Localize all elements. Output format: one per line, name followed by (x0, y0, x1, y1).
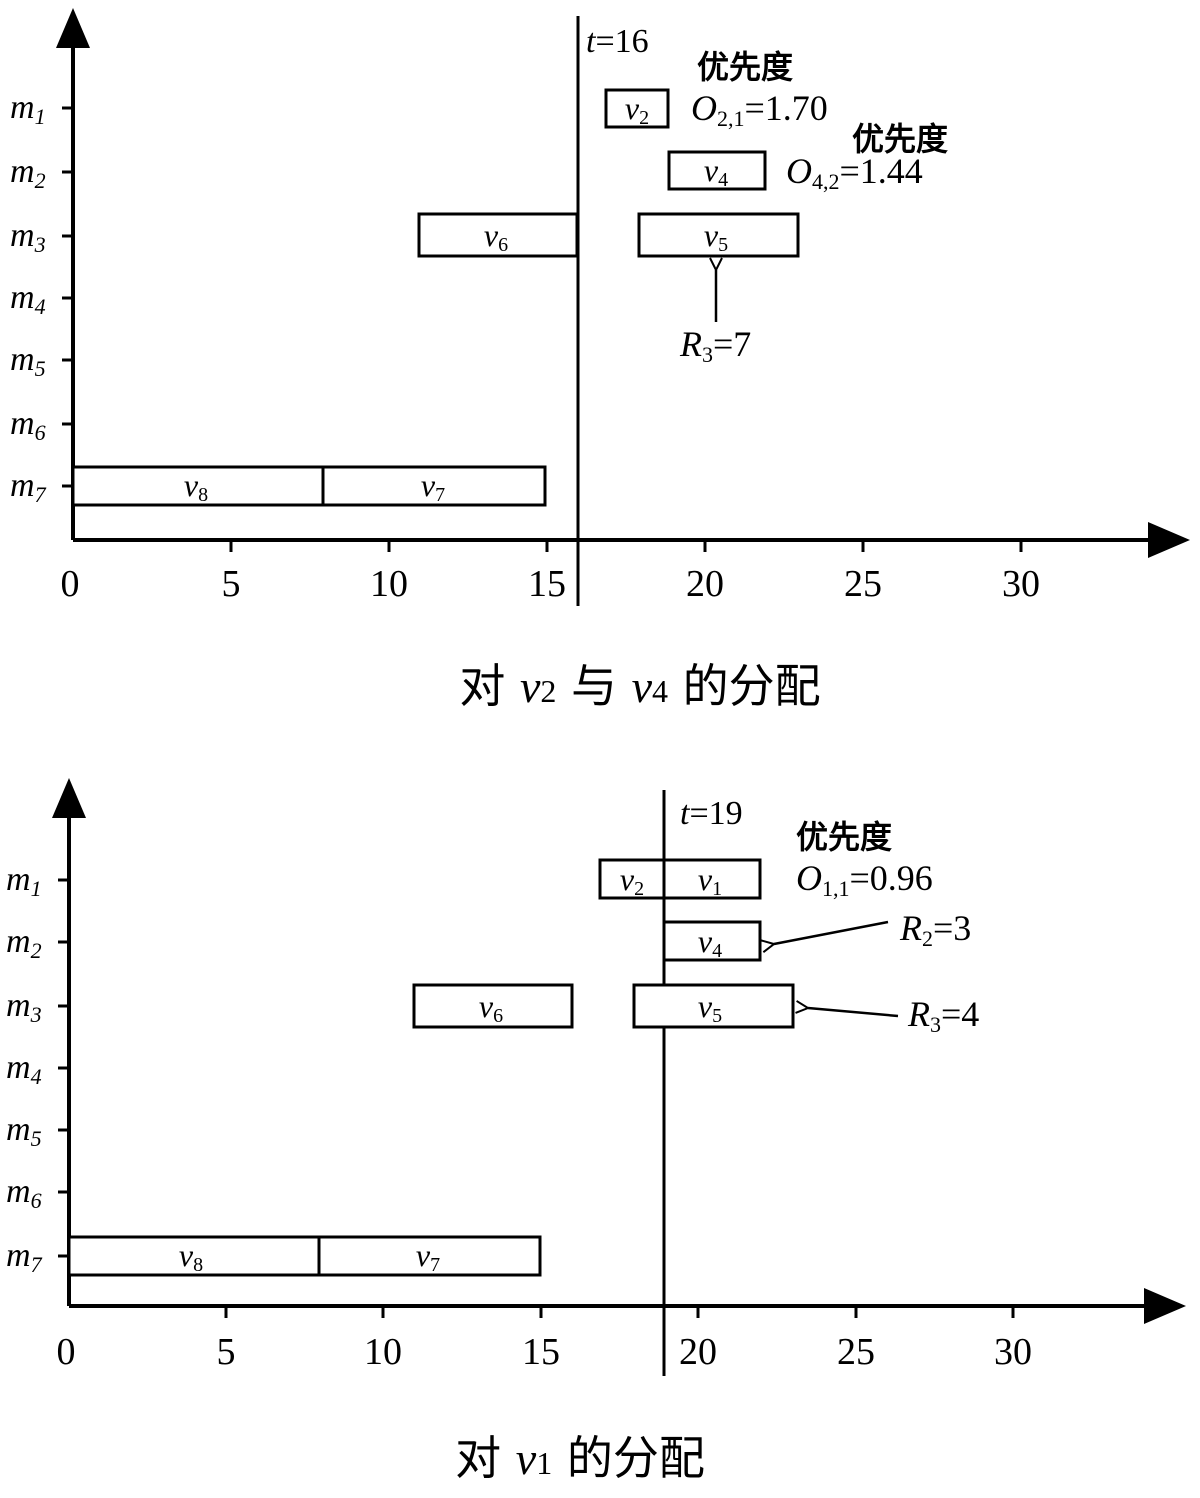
x-tick-label: 20 (686, 563, 724, 605)
priority-value: O1,1=0.96 (796, 858, 933, 901)
task-v7: v7 (321, 465, 547, 507)
svg-text:v6: v6 (479, 988, 503, 1027)
task-v2: v2 (598, 858, 666, 900)
y-labels: m1 m2 m3 m4 m5 m6 m7 (10, 89, 47, 507)
x-tick-label: 25 (837, 1331, 875, 1373)
x-axis-arrowhead (1148, 522, 1190, 558)
x-tick-label: 15 (522, 1331, 560, 1373)
y-axis-arrowhead (52, 778, 86, 818)
task-v4: v4 (667, 150, 767, 191)
time-marker-label: t=19 (680, 795, 743, 832)
task-v4: v4 (662, 920, 762, 962)
machine-label: m1 (6, 861, 42, 901)
task-v7: v7 (317, 1235, 542, 1277)
svg-text:v4: v4 (704, 152, 728, 191)
remaining-value: R2=3 (899, 908, 971, 951)
x-tick-label: 0 (61, 563, 80, 605)
priority-value: O2,1=1.70 (691, 88, 828, 131)
panel-1: m1 m2 m3 m4 m5 m6 m7 0 5 10 15 20 25 30 … (10, 8, 1190, 713)
svg-text:v5: v5 (704, 217, 728, 256)
machine-label: m4 (10, 279, 46, 319)
task-v2: v2 (604, 88, 670, 129)
task-v5: v5 (632, 983, 795, 1029)
svg-text:v5: v5 (698, 988, 722, 1027)
panel-2: m1 m2 m3 m4 m5 m6 m7 0 5 10 15 20 25 30 … (6, 778, 1186, 1485)
machine-label: m2 (6, 923, 42, 963)
machine-label: m4 (6, 1049, 42, 1089)
x-ticks (224, 1306, 1015, 1318)
remaining-value: R3=7 (679, 324, 751, 367)
svg-text:v8: v8 (184, 467, 208, 506)
x-tick-labels: 0 5 10 15 20 25 30 (57, 1331, 1033, 1373)
panel-caption: 对 v2 与 v4 的分配 (459, 659, 820, 713)
y-labels: m1 m2 m3 m4 m5 m6 m7 (6, 861, 43, 1277)
remaining-arrow (774, 920, 889, 944)
machine-label: m2 (10, 153, 46, 193)
y-ticks (58, 878, 69, 1258)
machine-label: m7 (10, 467, 47, 507)
x-tick-label: 30 (994, 1331, 1032, 1373)
machine-label: m3 (10, 217, 46, 257)
x-tick-label: 10 (370, 563, 408, 605)
machine-label: m5 (6, 1111, 42, 1151)
remaining-value: R3=4 (907, 994, 979, 1037)
x-ticks (229, 540, 1023, 552)
time-marker-label: t=16 (586, 23, 649, 60)
svg-text:v8: v8 (179, 1237, 203, 1276)
remaining-arrow (808, 1008, 899, 1018)
x-tick-label: 5 (222, 563, 241, 605)
machine-label: m6 (10, 405, 46, 445)
panel-caption: 对 v1 的分配 (455, 1431, 705, 1485)
priority-heading: 优先度 (697, 48, 793, 86)
y-ticks (62, 106, 73, 488)
svg-text:v4: v4 (698, 923, 722, 962)
svg-text:v7: v7 (416, 1237, 440, 1276)
machine-label: m6 (6, 1173, 42, 1213)
machine-label: m7 (6, 1237, 43, 1277)
task-v5: v5 (637, 212, 800, 258)
x-tick-labels: 0 5 10 15 20 25 30 (61, 563, 1041, 605)
machine-label: m5 (10, 341, 46, 381)
x-tick-label: 5 (217, 1331, 236, 1373)
priority-heading: 优先度 (796, 818, 892, 856)
x-tick-label: 10 (364, 1331, 402, 1373)
task-v6: v6 (417, 212, 579, 258)
x-tick-label: 0 (57, 1331, 76, 1373)
task-v6: v6 (412, 983, 574, 1029)
x-tick-label: 25 (844, 563, 882, 605)
task-v8: v8 (71, 465, 325, 507)
priority-value: O4,2=1.44 (786, 151, 923, 194)
task-v8: v8 (67, 1235, 321, 1277)
x-axis-arrowhead (1144, 1288, 1186, 1324)
machine-label: m3 (6, 987, 42, 1027)
svg-text:v1: v1 (698, 861, 722, 900)
svg-text:v2: v2 (625, 90, 649, 129)
svg-text:v7: v7 (421, 467, 445, 506)
y-axis-arrowhead (56, 8, 90, 48)
x-tick-label: 15 (528, 563, 566, 605)
priority-heading: 优先度 (852, 120, 948, 158)
task-v1: v1 (662, 858, 762, 900)
svg-text:v2: v2 (620, 861, 644, 900)
svg-text:v6: v6 (484, 217, 508, 256)
x-tick-label: 30 (1002, 563, 1040, 605)
x-tick-label: 20 (679, 1331, 717, 1373)
machine-label: m1 (10, 89, 46, 129)
